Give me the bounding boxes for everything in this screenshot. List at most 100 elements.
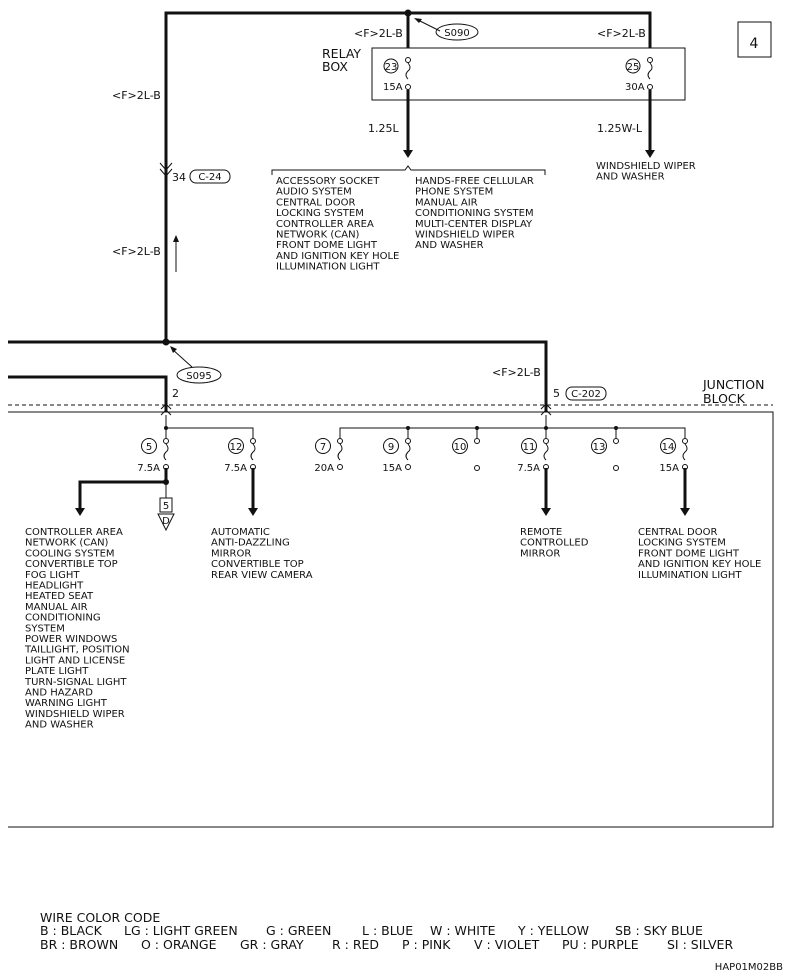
ref-triangle [157, 513, 175, 532]
fuse-14-load-item: FRONT DOME LIGHT [638, 548, 740, 559]
wire-color-entry: R : RED [332, 937, 379, 952]
page-number-box [737, 21, 772, 58]
jb-pin-left: 2 [172, 387, 179, 400]
fuse-5-load-item: NETWORK (CAN) [25, 538, 109, 549]
relay-23-load-item: NETWORK (CAN) [276, 230, 360, 241]
fuse-5-load-item: AND HAZARD [25, 688, 93, 699]
fuse-5-load-item: SYSTEM [25, 623, 65, 634]
relay-23-load-item: AUDIO SYSTEM [276, 187, 352, 198]
figure-id: HAP01M02BB [715, 962, 783, 973]
jb-fuse-12: 12 7.5A [224, 438, 256, 474]
relay-fuse-23: 23 15A [383, 57, 411, 93]
wire-color-entry: SI : SILVER [667, 937, 733, 952]
s095-label: S095 [186, 371, 211, 382]
svg-text:12: 12 [230, 442, 243, 453]
wire-color-entry: L : BLUE [362, 923, 413, 938]
wire-color-entry: P : PINK [402, 937, 451, 952]
relay-left-connector-label: <F>2L-B [354, 27, 403, 40]
jb-pin-right: 5 [553, 387, 560, 400]
fuse-5-load-item: FOG LIGHT [25, 570, 80, 581]
fuse-12-load-item: ANTI-DAZZLING [211, 538, 290, 549]
s095-junction-dot [162, 338, 170, 346]
relay-23-load-item: MANUAL AIR [415, 197, 478, 208]
s095-leader [171, 348, 193, 368]
svg-text:30A: 30A [625, 82, 645, 93]
svg-text:7: 7 [320, 442, 326, 453]
svg-text:5: 5 [163, 501, 169, 512]
jb-fuse-9: 9 15A [382, 438, 411, 474]
s090-splice [435, 23, 479, 41]
page-number: 4 [750, 36, 759, 52]
jb-left-feed-wire [8, 375, 168, 412]
wire-color-entry: G : GREEN [266, 923, 331, 938]
fuse-12-load-item: REAR VIEW CAMERA [211, 570, 313, 581]
svg-text:D: D [162, 516, 170, 527]
jb-fuse-13: 13 [591, 438, 619, 471]
fuse-12-load-item: MIRROR [211, 548, 251, 559]
jb-fuse-10: 10 [452, 438, 480, 471]
svg-text:20A: 20A [314, 463, 334, 474]
fuse-5-load-item: POWER WINDOWS [25, 634, 117, 645]
svg-text:5: 5 [146, 442, 152, 453]
fuse-11-load-item: REMOTE [520, 527, 562, 538]
svg-text:23: 23 [385, 62, 398, 73]
relay-25-wire-color: 1.25W-L [597, 122, 643, 135]
c24-connector-symbol [159, 162, 173, 177]
wire-color-entry: LG : LIGHT GREEN [124, 923, 238, 938]
relay-23-loads-bracket [271, 165, 546, 175]
relay-box-label-1: RELAY [322, 46, 361, 61]
relay-right-connector-label: <F>2L-B [597, 27, 646, 40]
relay-23-load-item: CONDITIONING SYSTEM [415, 208, 534, 219]
relay-23-load-item: FRONT DOME LIGHT [276, 240, 378, 251]
svg-text:15A: 15A [383, 82, 403, 93]
c24-pin: 34 [172, 171, 186, 184]
fuse-12-loads-list: AUTOMATICANTI-DAZZLINGMIRRORCONVERTIBLE … [211, 527, 313, 581]
s090-leader [417, 19, 441, 32]
wire-color-entry: W : WHITE [430, 923, 496, 938]
fuse-5-load-item: WARNING LIGHT [25, 698, 108, 709]
relay-23-load-item: CENTRAL DOOR [276, 197, 355, 208]
svg-text:14: 14 [662, 442, 675, 453]
jb-fuse-7: 7 20A [314, 438, 343, 474]
jb-fuse-5: 57.5A [137, 438, 169, 474]
wire-color-entry: SB : SKY BLUE [615, 923, 703, 938]
fuse-14-load-item: ILLUMINATION LIGHT [638, 570, 742, 581]
relay-23-load-item: WINDSHIELD WIPER [415, 230, 515, 241]
vertical-mid-connector-label: <F>2L-B [112, 245, 161, 258]
fuse-11-load-item: CONTROLLED [520, 538, 589, 549]
fuse-5-load-item: HEADLIGHT [25, 581, 84, 592]
relay-23-load-item: ACCESSORY SOCKET [276, 176, 380, 187]
svg-text:9: 9 [388, 442, 394, 453]
relay-23-wire-color: 1.25L [368, 122, 399, 135]
svg-text:13: 13 [593, 442, 606, 453]
svg-text:15A: 15A [382, 463, 402, 474]
relay-box-label-2: BOX [322, 59, 348, 74]
svg-text:7.5A: 7.5A [517, 463, 540, 474]
fuse-5-load-item: CONVERTIBLE TOP [25, 559, 118, 570]
relay-23-load-item: AND IGNITION KEY HOLE [276, 251, 399, 262]
jb-outline [8, 411, 774, 828]
fuse-14-load-item: AND IGNITION KEY HOLE [638, 559, 761, 570]
fuse-14-load-item: LOCKING SYSTEM [638, 538, 726, 549]
relay-23-load-item: CONTROLLER AREA [276, 219, 374, 230]
wire-color-entry: V : VIOLET [474, 937, 540, 952]
jb-label-1: JUNCTION [702, 377, 764, 392]
fuse-5-load-item: CONDITIONING [25, 613, 101, 624]
fuse-5-load-item: HEATED SEAT [25, 591, 94, 602]
ref-box [159, 497, 173, 513]
svg-text:15A: 15A [659, 463, 679, 474]
relay-23-load-item: PHONE SYSTEM [415, 187, 493, 198]
relay-23-load-item: ILLUMINATION LIGHT [276, 262, 380, 273]
svg-text:7.5A: 7.5A [224, 463, 247, 474]
fuse-5-load-item: CONTROLLER AREA [25, 527, 123, 538]
c202-connector-box [565, 386, 607, 401]
fuse-5-load-item: AND WASHER [25, 720, 94, 731]
wire-color-entry: GR : GRAY [240, 937, 304, 952]
fuse-12-load-item: AUTOMATIC [211, 527, 270, 538]
relay-23-load-item: MULTI-CENTER DISPLAY [415, 219, 533, 230]
